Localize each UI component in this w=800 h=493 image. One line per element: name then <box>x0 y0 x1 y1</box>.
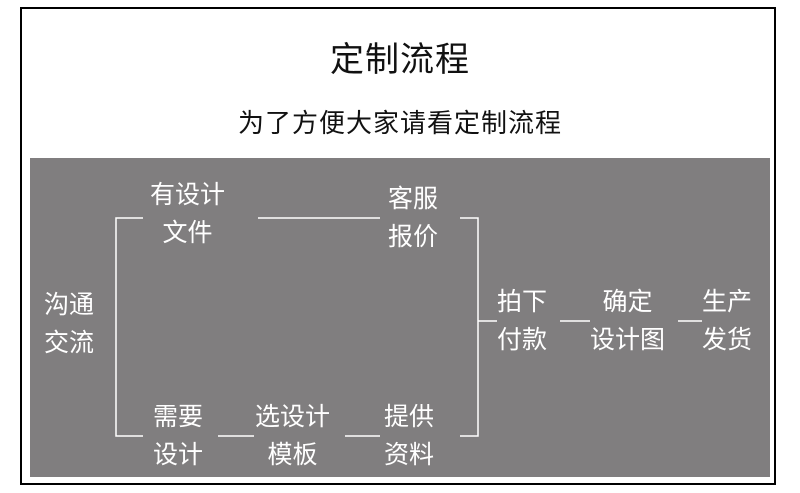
flow-panel <box>30 158 770 477</box>
node-service-quote-line1: 客服 <box>388 184 439 213</box>
diagram-title: 定制流程 <box>330 40 470 80</box>
node-provide-materials-line2: 资料 <box>384 440 435 469</box>
node-choose-template: 选设计 模板 <box>255 398 330 474</box>
node-place-order: 拍下 付款 <box>497 283 547 359</box>
node-confirm-design-line1: 确定 <box>602 287 653 316</box>
node-place-order-line2: 付款 <box>497 325 548 354</box>
node-has-design-file: 有设计 文件 <box>150 176 225 252</box>
node-communicate-line2: 交流 <box>44 328 95 357</box>
node-need-design-line2: 设计 <box>153 440 204 469</box>
node-provide-materials: 提供 资料 <box>384 398 434 474</box>
node-confirm-design-line2: 设计图 <box>590 325 666 354</box>
node-communicate: 沟通 交流 <box>44 286 94 362</box>
node-production-ship-line1: 生产 <box>702 287 753 316</box>
node-confirm-design: 确定 设计图 <box>590 283 665 359</box>
node-provide-materials-line1: 提供 <box>384 402 435 431</box>
node-production-ship: 生产 发货 <box>702 283 752 359</box>
node-communicate-line1: 沟通 <box>44 290 95 319</box>
bracket-right <box>460 217 479 437</box>
node-choose-template-line1: 选设计 <box>255 402 331 431</box>
node-need-design: 需要 设计 <box>153 398 203 474</box>
node-has-design-file-line2: 文件 <box>162 218 213 247</box>
node-choose-template-line2: 模板 <box>267 440 318 469</box>
diagram-subtitle: 为了方便大家请看定制流程 <box>237 109 562 139</box>
node-place-order-line1: 拍下 <box>497 287 548 316</box>
node-service-quote-line2: 报价 <box>388 222 439 251</box>
node-has-design-file-line1: 有设计 <box>150 180 226 209</box>
bracket-left <box>115 217 143 437</box>
node-service-quote: 客服 报价 <box>388 180 438 256</box>
node-production-ship-line2: 发货 <box>702 325 753 354</box>
node-need-design-line1: 需要 <box>153 402 204 431</box>
